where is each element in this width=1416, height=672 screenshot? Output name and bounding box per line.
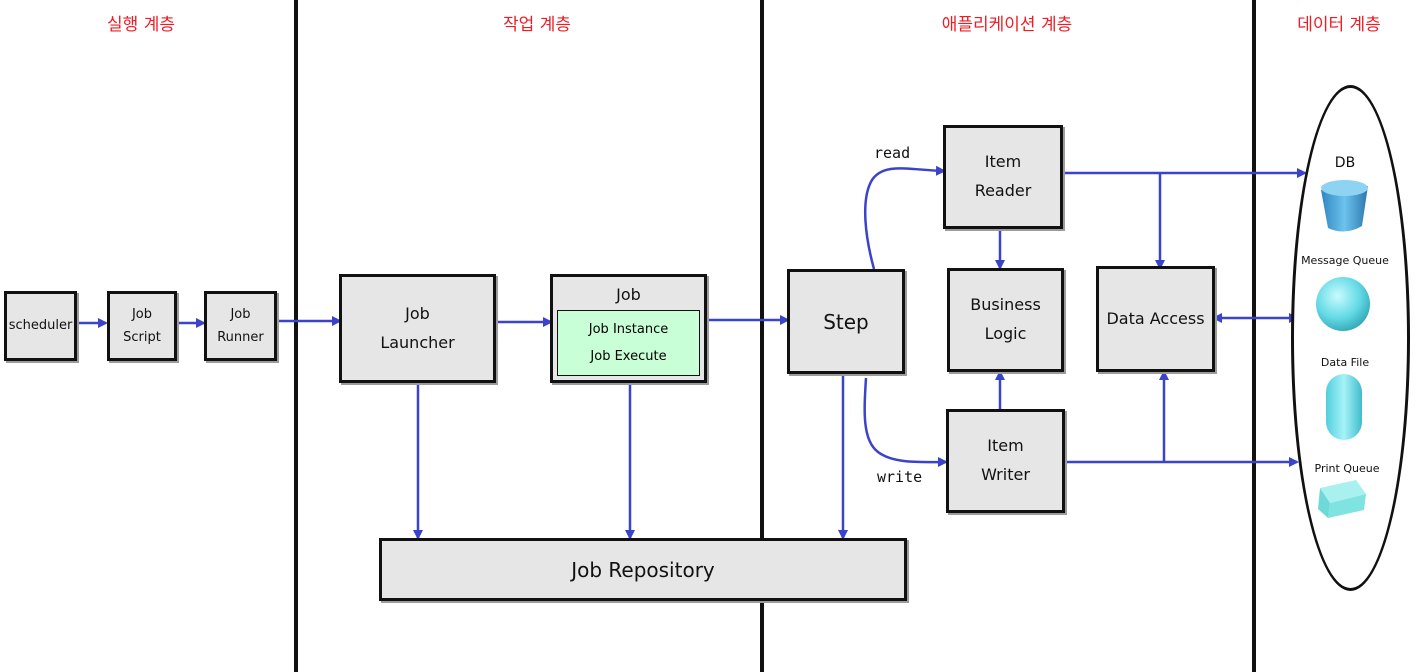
item-writer-box: Item Writer: [946, 409, 1065, 513]
job-repository-label: Job Repository: [571, 557, 715, 582]
arrow-step-read-reader: [863, 165, 946, 270]
item-writer-label-line1: Item: [987, 436, 1024, 456]
arrow-step-write-writer: [863, 377, 948, 468]
data-access-label: Data Access: [1106, 308, 1205, 328]
read-label: read: [874, 144, 911, 162]
scheduler-label: scheduler: [8, 318, 73, 334]
job-launcher-label-line1: Job: [405, 303, 430, 323]
layer-divider: [1252, 0, 1256, 672]
job-runner-label-line1: Job: [230, 306, 251, 322]
message-queue-icon: [1316, 277, 1370, 331]
execution-layer-title: 실행 계층: [107, 15, 175, 35]
job-layer-title: 작업 계층: [503, 15, 571, 35]
job-execute-label: Job Execute: [590, 349, 667, 364]
job-label: Job: [616, 285, 641, 304]
step-label: Step: [823, 309, 869, 334]
job-runner-label-line2: Runner: [217, 330, 264, 345]
item-reader-label-line1: Item: [984, 152, 1022, 172]
message-queue-label: Message Queue: [1301, 254, 1389, 267]
db-icon: [1321, 180, 1368, 232]
job-runner-box: Job Runner: [204, 291, 277, 361]
job-launcher-label-line2: Launcher: [380, 332, 455, 352]
job-instance-execute-panel: Job Instance Job Execute: [557, 310, 700, 376]
item-reader-box: Item Reader: [943, 125, 1063, 229]
job-script-label-line1: Job: [131, 306, 153, 322]
job-instance-label: Job Instance: [588, 321, 669, 337]
layer-divider: [760, 0, 764, 672]
business-logic-label-line1: Business: [970, 295, 1041, 315]
layer-divider: [294, 0, 298, 672]
business-logic-label-line2: Logic: [984, 324, 1027, 343]
data-access-box: Data Access: [1096, 266, 1215, 372]
data-layer-title: 데이터 계층: [1297, 15, 1381, 35]
step-box: Step: [787, 269, 905, 374]
write-label: write: [877, 468, 923, 486]
job-script-label-line2: Script: [123, 330, 161, 345]
data-file-label: Data File: [1320, 356, 1370, 369]
business-logic-box: Business Logic: [947, 268, 1064, 372]
item-reader-label-line2: Reader: [974, 181, 1032, 200]
print-queue-icon: [1318, 480, 1366, 518]
application-layer-title: 애플리케이션 계층: [941, 15, 1073, 35]
scheduler-box: scheduler: [4, 291, 77, 361]
job-script-box: Job Script: [107, 291, 177, 361]
db-label: DB: [1334, 155, 1356, 171]
job-repository-box: Job Repository: [379, 538, 907, 601]
item-writer-label-line2: Writer: [981, 465, 1030, 484]
job-launcher-box: Job Launcher: [339, 274, 496, 383]
print-queue-label: Print Queue: [1314, 462, 1380, 475]
data-file-icon: [1326, 374, 1362, 440]
